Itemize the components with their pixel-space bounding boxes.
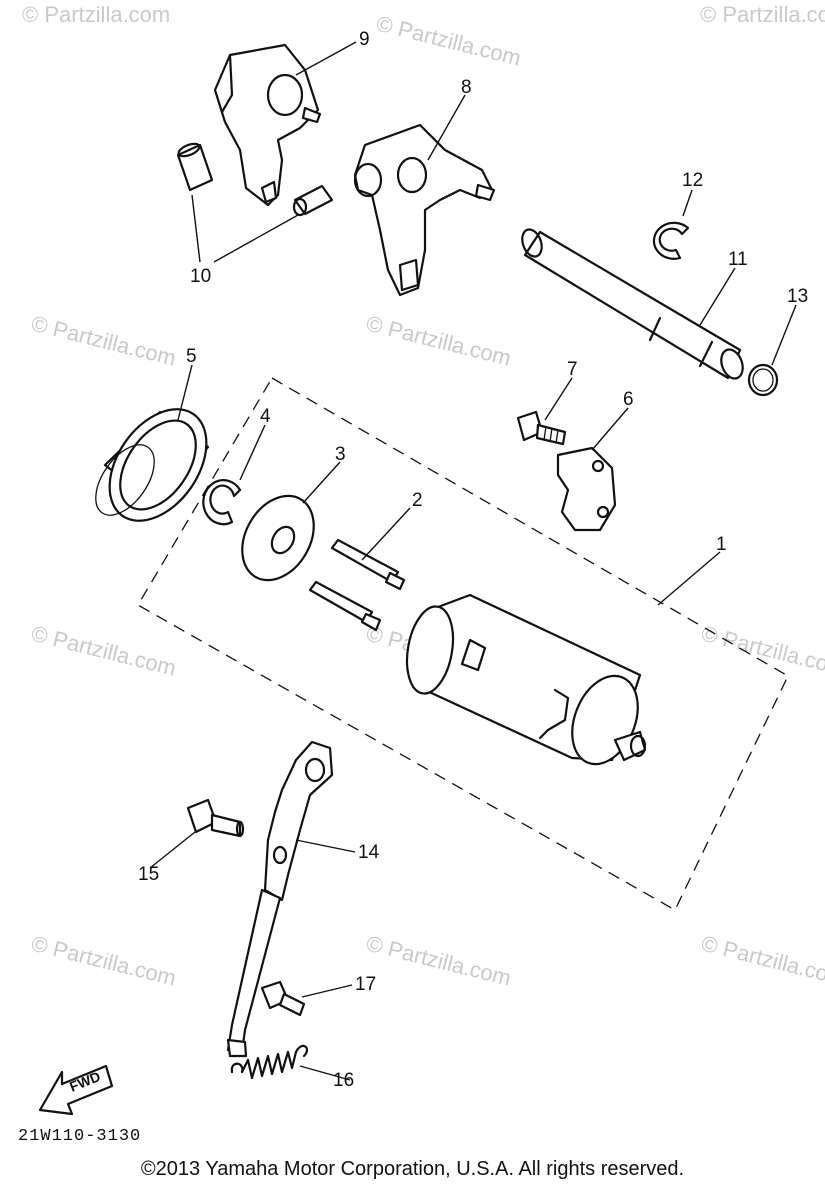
callout-numbers: 9 8 10 11 12 13 5 4 3 2 1 7 6 14 15 17 1… [138,29,808,1091]
part-8-shift-fork[interactable] [353,123,496,297]
part-15-bolt[interactable] [186,798,245,838]
callout-1: 1 [716,534,727,555]
callout-15: 15 [138,864,159,885]
watermark-text: © Partzilla.com [29,311,179,371]
watermark-text: © Partzilla.com [29,931,179,991]
part-12-circlip[interactable] [652,221,690,260]
part-2-pins[interactable] [308,538,406,632]
watermark-text: © Partzilla.com [699,621,825,681]
callout-14: 14 [358,842,380,863]
callout-12: 12 [682,170,703,191]
callout-17: 17 [355,974,376,995]
part-1-shift-drum[interactable] [401,593,650,774]
callout-10: 10 [190,266,211,287]
diagram-code: 21W110-3130 [18,1127,141,1146]
assembly-boundary [137,377,789,911]
watermark-text: © Partzilla.com [700,2,825,27]
copyright-notice: ©2013 Yamaha Motor Corporation, U.S.A. A… [140,1158,685,1180]
part-7-screw[interactable] [516,410,567,446]
callout-13: 13 [787,286,808,307]
watermark-text: © Partzilla.com [29,621,179,681]
part-9-shift-fork[interactable] [213,43,322,207]
part-6-plate[interactable] [556,446,617,532]
part-13-o-ring[interactable] [747,363,779,397]
part-14-stopper-lever[interactable] [226,740,334,1058]
fwd-arrow-icon: FWD [38,1064,114,1116]
part-5-bearing[interactable] [84,391,226,538]
callout-5: 5 [186,346,197,367]
callout-4: 4 [260,406,271,427]
watermark-text: © Partzilla.com [374,11,524,71]
callout-11: 11 [728,249,748,270]
callout-16: 16 [333,1070,354,1091]
watermark-text: © Partzilla.com [22,2,170,27]
part-3-washer[interactable] [228,483,328,593]
callout-9: 9 [359,29,370,50]
callout-8: 8 [461,77,472,98]
callout-6: 6 [623,389,634,410]
part-4-circlip[interactable] [202,479,242,526]
callout-2: 2 [412,490,423,511]
part-16-spring[interactable] [230,1044,309,1080]
callout-3: 3 [335,444,346,465]
part-10-dowel-pins[interactable] [176,141,334,217]
watermark-text: © Partzilla.com [364,311,514,371]
watermark-text: © Partzilla.com [364,931,514,991]
callout-7: 7 [567,359,578,380]
part-11-guide-bar[interactable] [519,227,747,382]
part-17-bolt[interactable] [260,980,306,1017]
leader-lines [149,41,797,1081]
watermark-text: © Partzilla.com [699,931,825,991]
